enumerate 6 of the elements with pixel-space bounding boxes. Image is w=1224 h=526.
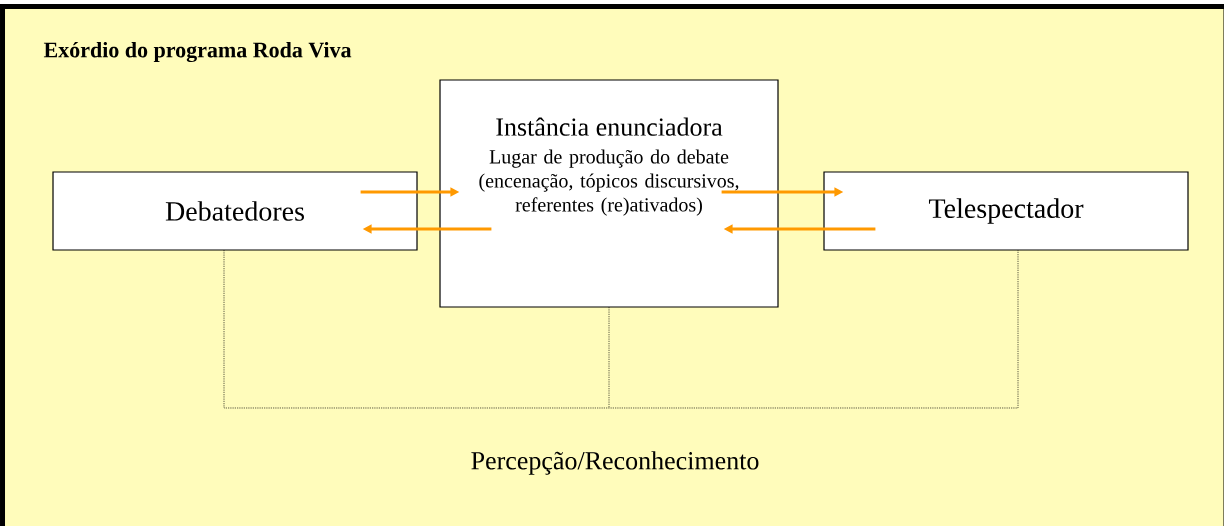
caption-text: Percepção/Reconhecimento <box>471 451 759 475</box>
process-box: Telespectador <box>823 171 1189 251</box>
box-text: Lugar de produção do debate (encenação, tópicos discursivos, referentes (re)ativados) <box>479 149 739 216</box>
process-box: Debatedores <box>52 171 418 251</box>
title: Exórdio do programa Roda Viva <box>43 41 352 63</box>
box-heading: Instância enunciadora <box>496 117 723 136</box>
